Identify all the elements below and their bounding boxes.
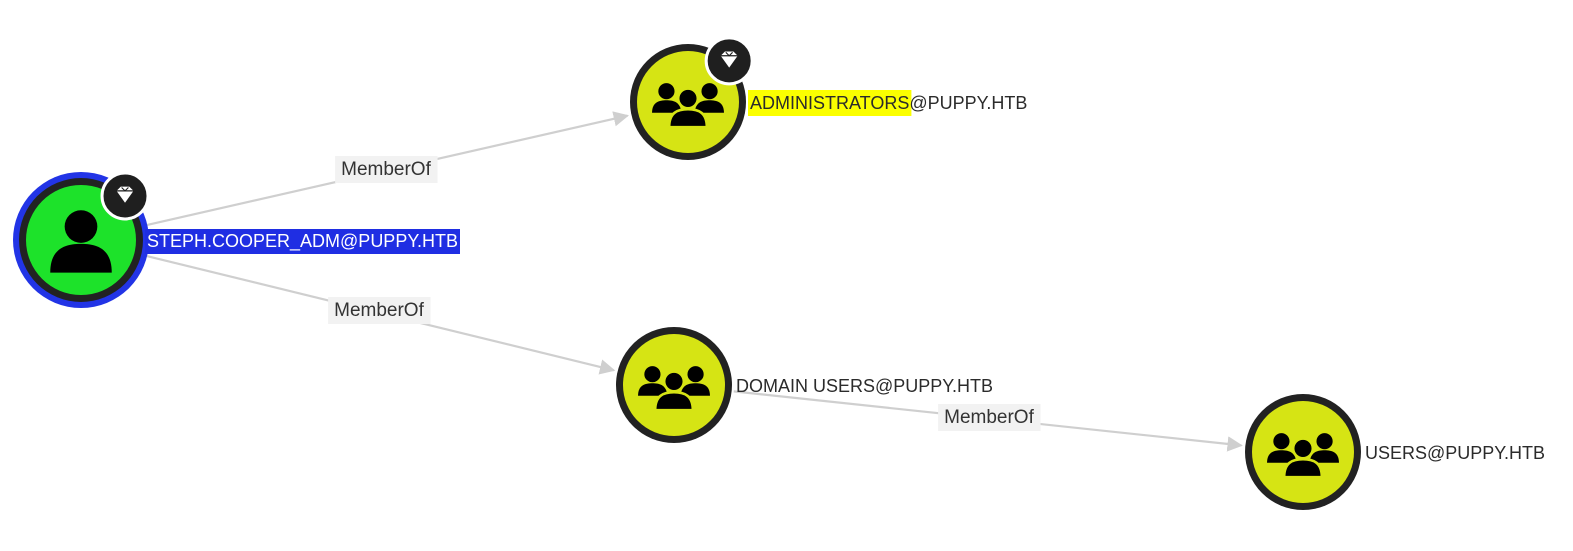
edge-label: MemberOf xyxy=(334,300,424,321)
tier-zero-diamond-icon xyxy=(100,171,150,221)
node-steph[interactable]: STEPH.COOPER_ADM@PUPPY.HTB xyxy=(13,171,460,308)
node-admins[interactable]: ADMINISTRATORS@PUPPY.HTB xyxy=(630,36,1027,160)
edge-label-background xyxy=(328,297,431,324)
search-highlight xyxy=(748,90,912,116)
node-label: STEPH.COOPER_ADM@PUPPY.HTB xyxy=(147,231,458,252)
edge-memberof[interactable]: MemberOf xyxy=(733,390,1243,452)
edge-memberof[interactable]: MemberOf xyxy=(143,111,630,227)
edge-label-background xyxy=(938,404,1041,431)
edge-label: MemberOf xyxy=(944,407,1034,428)
node-label: ADMINISTRATORS@PUPPY.HTB xyxy=(750,93,1027,113)
edge-label: MemberOf xyxy=(341,159,431,180)
node-label: USERS@PUPPY.HTB xyxy=(1365,443,1545,463)
edge-label-background xyxy=(335,156,438,183)
node-label-group: ADMINISTRATORS@PUPPY.HTB xyxy=(748,90,1027,116)
node-label-group: DOMAIN USERS@PUPPY.HTB xyxy=(736,376,993,396)
selected-label-background xyxy=(145,229,460,254)
search-match-text: ADMINISTRATORS xyxy=(750,93,909,113)
node-label-group: STEPH.COOPER_ADM@PUPPY.HTB xyxy=(145,229,460,254)
node-label: DOMAIN USERS@PUPPY.HTB xyxy=(736,376,993,396)
node-domain-users[interactable]: DOMAIN USERS@PUPPY.HTB xyxy=(616,327,993,443)
node-label-group: USERS@PUPPY.HTB xyxy=(1365,443,1545,463)
node-users[interactable]: USERS@PUPPY.HTB xyxy=(1245,394,1545,510)
nodes-layer: STEPH.COOPER_ADM@PUPPY.HTB ADMINISTRATORS… xyxy=(13,36,1545,510)
edge-memberof[interactable]: MemberOf xyxy=(142,254,616,375)
tier-zero-diamond-icon xyxy=(704,36,754,86)
label-rest-text: @PUPPY.HTB xyxy=(909,93,1027,113)
